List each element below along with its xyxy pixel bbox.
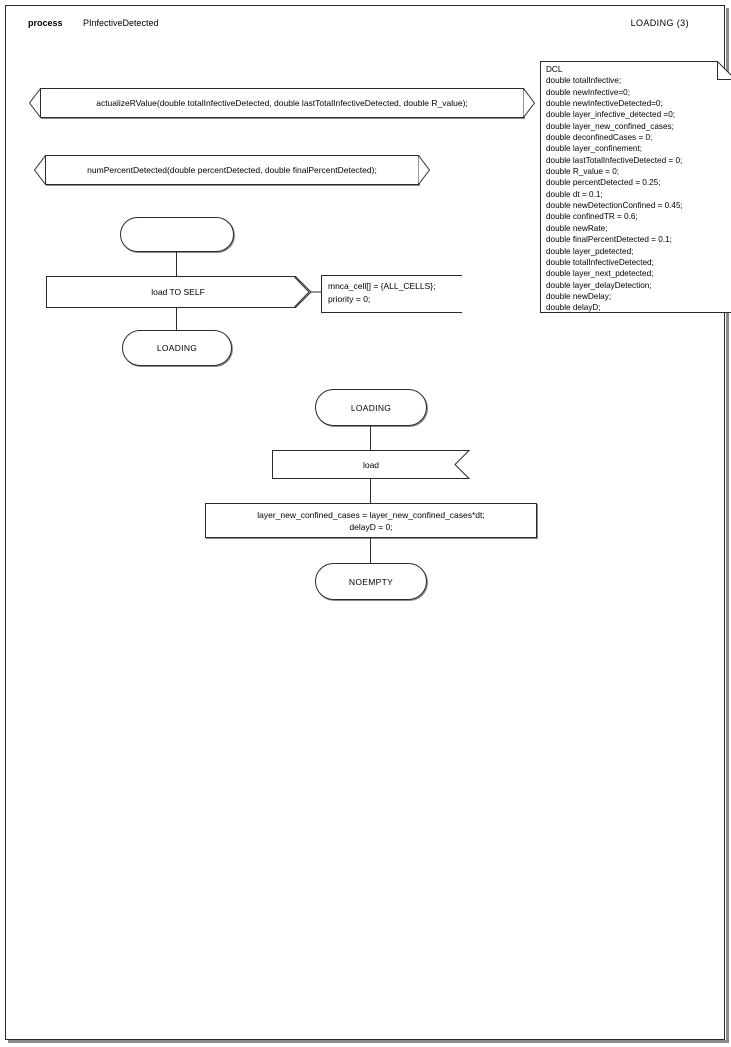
procedure-label: actualizeRValue(double totalInfectiveDet… (96, 98, 468, 108)
procedure-left-chevron-icon (29, 88, 41, 118)
procedure-body: actualizeRValue(double totalInfectiveDet… (40, 88, 524, 118)
page-frame-shadow-bottom (8, 1040, 729, 1043)
input-shape-icon (272, 450, 470, 479)
connector-state-to-input (370, 426, 371, 450)
state-start-label (121, 218, 233, 251)
connector-input-to-task (370, 479, 371, 503)
connector-task-to-state (370, 538, 371, 563)
output-shape-icon (46, 276, 310, 308)
input-load[interactable]: load (272, 450, 470, 479)
state-noempty-label: NOEMPTY (348, 576, 394, 587)
declaration-note[interactable]: DCL double totalInfective; double newInf… (540, 61, 731, 313)
procedure-left-chevron-icon (34, 155, 46, 185)
connector-output-to-state (176, 308, 177, 330)
task-update-confined-cases[interactable]: layer_new_confined_cases = layer_new_con… (205, 503, 537, 538)
diagram-kind-label: process (28, 18, 63, 28)
output-load-to-self[interactable]: load TO SELF (46, 276, 310, 308)
connector-start-to-output (176, 252, 177, 276)
note-outline-icon (540, 61, 731, 313)
diagram-name-label: PInfectiveDetected (83, 18, 159, 28)
procedure-body: numPercentDetected(double percentDetecte… (45, 155, 419, 185)
procedure-right-chevron-icon (523, 88, 535, 118)
state-loading-1-label: LOADING (156, 343, 198, 353)
procedure-num-percent-detected[interactable]: numPercentDetected(double percentDetecte… (34, 155, 430, 185)
state-loading-2-label: LOADING (350, 402, 392, 413)
procedure-actualize-rvalue[interactable]: actualizeRValue(double totalInfectiveDet… (29, 88, 535, 118)
state-start-empty[interactable] (120, 217, 234, 252)
procedure-label: numPercentDetected(double percentDetecte… (87, 165, 377, 175)
comment-text: mnca_cell[] = {ALL_CELLS}; priority = 0; (328, 281, 436, 304)
page-frame-shadow-right (726, 8, 729, 1043)
comment-output-assignment[interactable]: mnca_cell[] = {ALL_CELLS}; priority = 0; (321, 275, 462, 313)
declaration-note-text: DCL double totalInfective; double newInf… (546, 65, 683, 313)
page-number-label: LOADING (3) (630, 18, 689, 28)
state-noempty[interactable]: NOEMPTY (315, 563, 427, 600)
state-loading-1[interactable]: LOADING (122, 330, 232, 366)
state-loading-2[interactable]: LOADING (315, 389, 427, 426)
procedure-right-chevron-icon (418, 155, 430, 185)
task-text: layer_new_confined_cases = layer_new_con… (257, 509, 485, 532)
